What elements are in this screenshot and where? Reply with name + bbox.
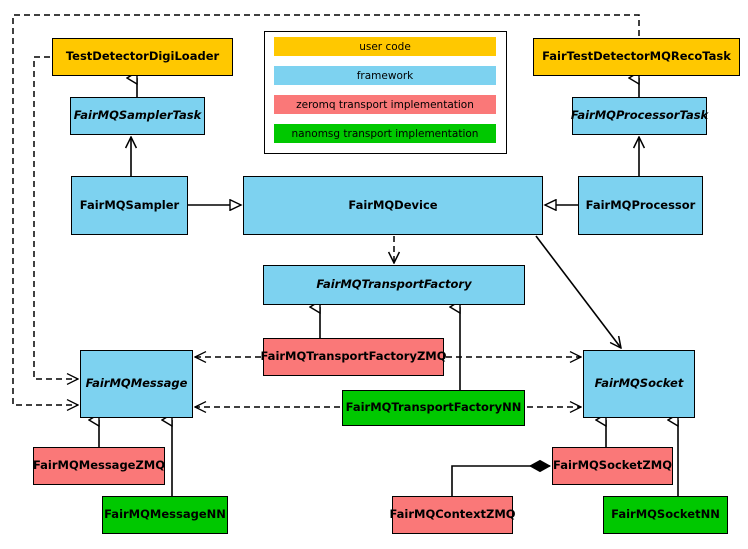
class-node-fairmqmessagenn[interactable]: FairMQMessageNN: [102, 496, 228, 534]
class-node-fairmqmessagezmq[interactable]: FairMQMessageZMQ: [33, 447, 165, 485]
legend-item-user-code: user code: [274, 37, 496, 56]
class-label: FairMQTransportFactory: [316, 277, 472, 292]
legend-label-nanomsg: nanomsg transport implementation: [291, 127, 479, 140]
class-label: FairMQSamplerTask: [73, 108, 202, 123]
class-node-fairmqmessage[interactable]: FairMQMessage: [80, 350, 193, 418]
class-node-fairmqcontextzmq[interactable]: FairMQContextZMQ: [389, 496, 516, 534]
class-node-fairmqsamplertask[interactable]: FairMQSamplerTask: [70, 97, 205, 135]
class-node-testdetectordigiloader[interactable]: TestDetectorDigiLoader: [52, 38, 233, 76]
class-node-fairmqtransportfactoryzmq[interactable]: FairMQTransportFactoryZMQ: [260, 338, 447, 376]
class-label: FairMQSocketZMQ: [553, 458, 672, 473]
legend-item-framework: framework: [274, 66, 496, 85]
class-label: FairMQSocketNN: [611, 507, 720, 522]
legend-item-nanomsg: nanomsg transport implementation: [274, 124, 496, 143]
class-label: FairMQSocket: [594, 376, 684, 391]
class-node-fairmqsocketzmq[interactable]: FairMQSocketZMQ: [552, 447, 673, 485]
class-label: FairMQContextZMQ: [389, 507, 516, 522]
class-label: FairMQTransportFactoryZMQ: [260, 349, 447, 364]
class-label: FairMQTransportFactoryNN: [345, 400, 522, 415]
legend-label-user-code: user code: [359, 40, 411, 53]
class-node-fairmqsocketnn[interactable]: FairMQSocketNN: [603, 496, 728, 534]
legend-item-zeromq: zeromq transport implementation: [274, 95, 496, 114]
class-node-fairmqprocessor[interactable]: FairMQProcessor: [578, 176, 703, 235]
class-node-fairmqsocket[interactable]: FairMQSocket: [583, 350, 695, 418]
class-label: TestDetectorDigiLoader: [65, 49, 220, 64]
class-node-fairmqprocessortask[interactable]: FairMQProcessorTask: [570, 97, 709, 135]
class-node-fairtestdetectormqrecotask[interactable]: FairTestDetectorMQRecoTask: [533, 38, 740, 76]
class-label: FairMQDevice: [348, 197, 438, 212]
legend-label-zeromq: zeromq transport implementation: [296, 98, 474, 111]
class-label: FairMQMessage: [85, 376, 188, 391]
legend-label-framework: framework: [356, 69, 414, 82]
class-label: FairMQMessageNN: [104, 507, 226, 522]
class-label: FairMQMessageZMQ: [32, 458, 166, 473]
class-node-fairmqsampler[interactable]: FairMQSampler: [71, 176, 188, 235]
class-label: FairMQSampler: [79, 197, 180, 212]
class-label: FairTestDetectorMQRecoTask: [542, 49, 731, 64]
class-label: FairMQProcessorTask: [570, 108, 709, 123]
class-node-fairmqtransportfactory[interactable]: FairMQTransportFactory: [263, 265, 525, 305]
class-node-fairmqdevice[interactable]: FairMQDevice: [243, 176, 543, 235]
class-node-fairmqtransportfactorynn[interactable]: FairMQTransportFactoryNN: [342, 390, 525, 426]
class-label: FairMQProcessor: [585, 197, 696, 212]
